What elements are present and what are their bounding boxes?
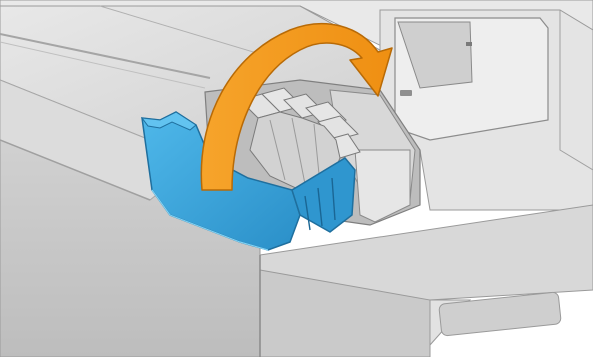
panel-button xyxy=(466,42,472,46)
panel-led xyxy=(400,90,412,96)
